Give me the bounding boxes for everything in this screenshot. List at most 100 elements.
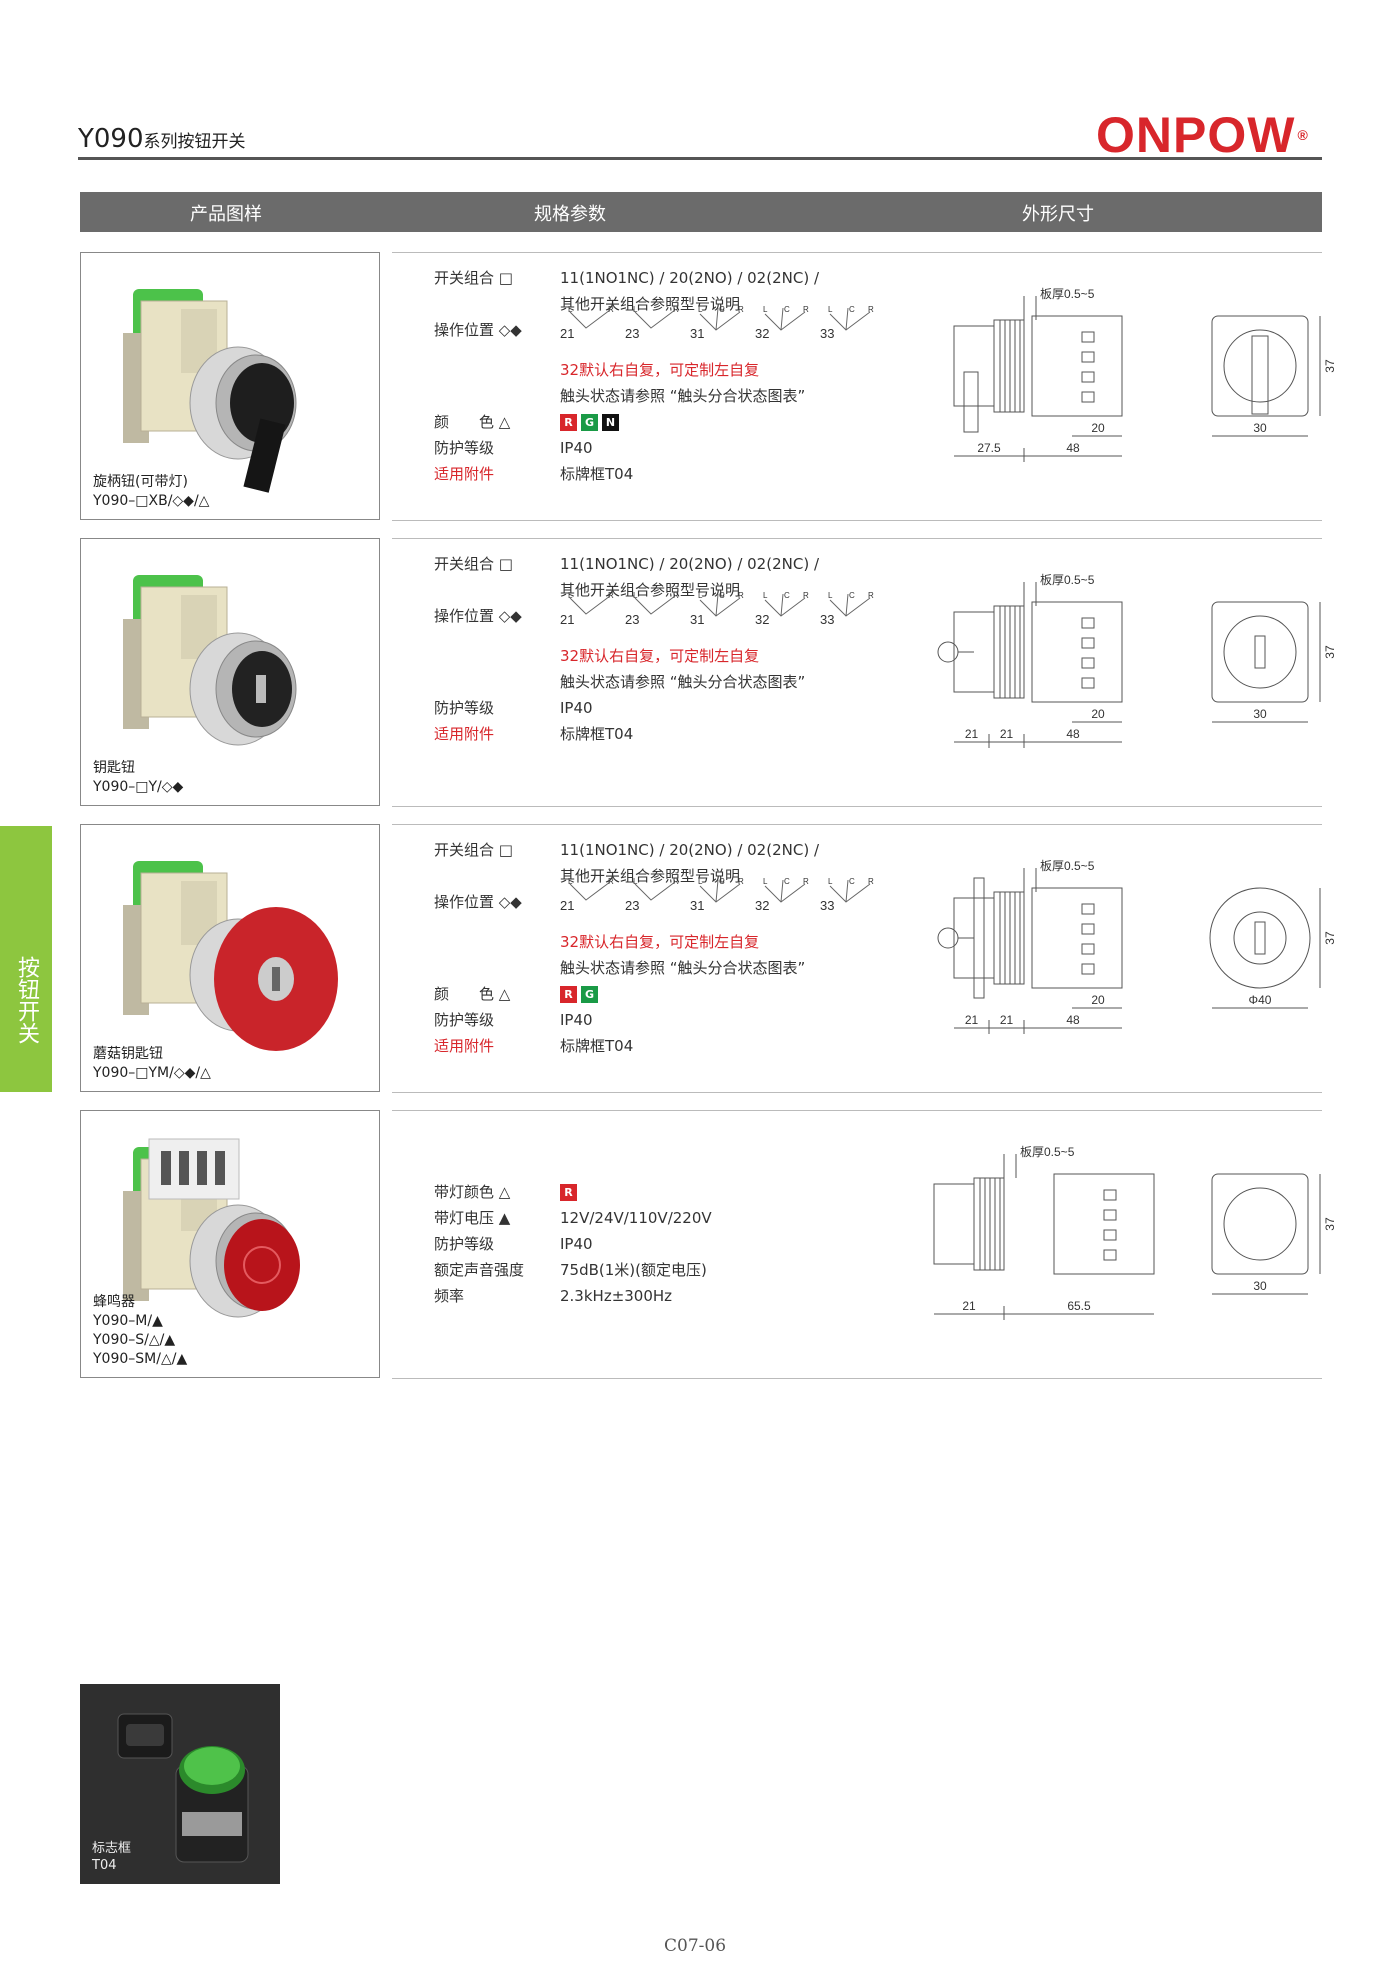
spec-label: 颜 色 △ [434, 985, 511, 1003]
spec-line: 开关组合 □11(1NO1NC) / 20(2NO) / 02(2NC) / [434, 838, 819, 862]
row-top-line [392, 824, 1322, 825]
pos-letter-r: R [608, 305, 614, 314]
spec-value: 32默认右自复，可定制左自复 [560, 647, 760, 665]
spec-label: 防护等级 [434, 1235, 495, 1253]
pos-letter-c: C [784, 877, 790, 886]
spec-label: 适用附件 [434, 1037, 495, 1055]
color-swatch-R: R [560, 414, 577, 431]
product-illustration [123, 1138, 300, 1318]
switch-body [123, 861, 338, 1051]
pos-letter-r: R [673, 591, 679, 600]
plate-thickness-label: 板厚0.5~5 [1040, 859, 1095, 873]
position-number: 23 [625, 612, 639, 627]
pos-letter-r: R [738, 591, 744, 600]
pos-letter-r: R [868, 591, 874, 600]
color-swatch-G: G [581, 986, 598, 1003]
dim-length-c: 20 [1091, 421, 1105, 435]
position-number: 32 [755, 612, 769, 627]
pos-letter-r: R [803, 877, 809, 886]
pos-letter-c: C [719, 305, 725, 314]
spec-line: 防护等级 IP40 [434, 1232, 593, 1256]
pos-letter-l: L [633, 877, 638, 886]
model-code: Y090–S/△/▲ [93, 1332, 176, 1348]
spec-value: IP40 [560, 1235, 593, 1253]
position-number: 32 [755, 898, 769, 913]
pos-letter-l: L [698, 591, 703, 600]
spec-line: 适用附件标牌框T04 [434, 462, 633, 486]
plate-thickness-label: 板厚0.5~5 [1040, 573, 1095, 587]
pos-letter-c: C [784, 305, 790, 314]
spec-line: 操作位置 ◇◆ [434, 604, 560, 628]
row-bottom-line [392, 806, 1322, 807]
row-top-line [392, 252, 1322, 253]
dim-length-a: 21 [965, 727, 979, 741]
pos-letter-r: R [738, 305, 744, 314]
pos-letter-c: C [849, 305, 855, 314]
spec-value: 触头状态请参照 “触头分合状态图表” [560, 387, 806, 405]
header-divider [78, 157, 1322, 160]
dim-length-b: 65.5 [1067, 1299, 1091, 1313]
pos-letter-l: L [568, 591, 573, 600]
product-illustration [123, 861, 338, 1051]
dim-length-a: 27.5 [977, 441, 1001, 455]
spec-line: 开关组合 □11(1NO1NC) / 20(2NO) / 02(2NC) / [434, 552, 819, 576]
product-name: 蘑菇钥匙钮 [93, 1046, 163, 1062]
row-bottom-line [392, 1378, 1322, 1379]
pos-letter-r: R [673, 305, 679, 314]
product-caption: 旋柄钮(可带灯)Y090–□XB/◇◆/△ [93, 473, 209, 511]
pos-letter-l: L [828, 877, 833, 886]
pos-letter-r: R [868, 877, 874, 886]
spec-value: 75dB(1米)(额定电压) [560, 1261, 707, 1279]
product-illustration [123, 289, 297, 493]
spec-value: R [560, 1180, 581, 1204]
plate-thickness-label: 板厚0.5~5 [1020, 1145, 1075, 1159]
pos-letter-l: L [763, 591, 768, 600]
column-header-photo: 产品图样 [190, 204, 262, 225]
side-tab-pushbutton: 按钮开关 [0, 826, 52, 1092]
switch-body [123, 575, 297, 746]
spec-value: 标牌框T04 [560, 725, 634, 743]
plate-thickness-label: 板厚0.5~5 [1040, 287, 1095, 301]
spec-line: 触头状态请参照 “触头分合状态图表” [434, 956, 805, 980]
position-number: 21 [560, 612, 574, 627]
pos-letter-l: L [698, 305, 703, 314]
position-number: 33 [820, 898, 834, 913]
position-number: 33 [820, 326, 834, 341]
position-number: 31 [690, 898, 704, 913]
product-name: 旋柄钮(可带灯) [93, 474, 188, 490]
pos-letter-l: L [763, 305, 768, 314]
dim-length-a: 21 [962, 1299, 976, 1313]
page-number: C07-06 [664, 1936, 727, 1956]
spec-label: 开关组合 □ [434, 269, 513, 287]
position-number: 32 [755, 326, 769, 341]
spec-value: 32默认右自复，可定制左自复 [560, 933, 760, 951]
spec-value: 其他开关组合参照型号说明 [560, 581, 741, 599]
spec-line: 32默认右自复，可定制左自复 [434, 644, 759, 668]
